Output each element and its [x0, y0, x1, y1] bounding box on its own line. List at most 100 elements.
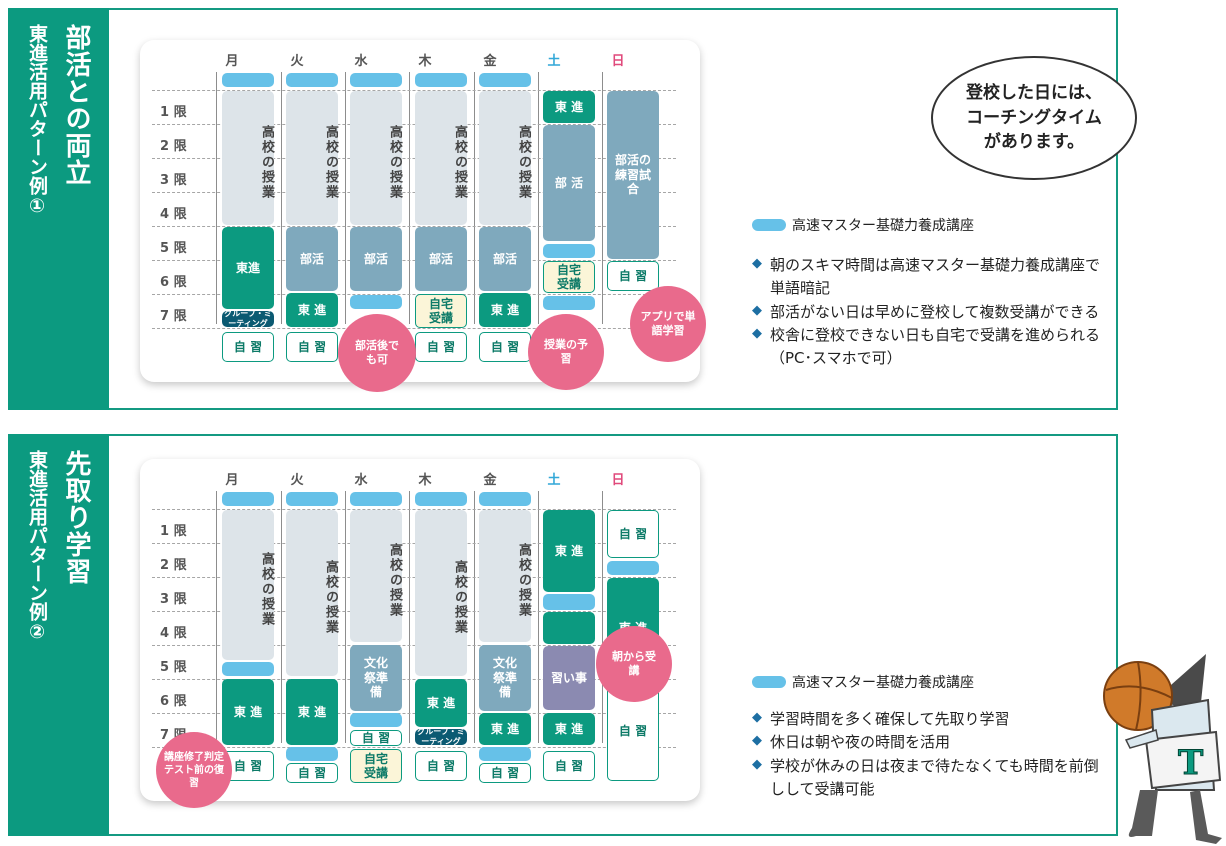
bullet-item: 休日は朝や夜の時間を活用 — [752, 731, 1112, 754]
legend-kosoku: 高速マスター基礎力養成講座 — [752, 215, 974, 235]
mascot-leg-right — [1190, 790, 1222, 844]
kosoku-bar — [543, 244, 595, 258]
self-study-block: 自 習 — [607, 261, 659, 291]
practice-match-block: 部活の練習試合 — [607, 91, 659, 259]
row-line — [152, 509, 676, 510]
self-study-block: 自 習 — [479, 763, 531, 783]
toshin-block: 東 進 — [286, 293, 338, 327]
row-line — [152, 543, 676, 544]
row-line — [152, 713, 676, 714]
school-class-block: 高校の授業 — [222, 510, 274, 660]
period-7: 7 限 — [160, 309, 187, 324]
pattern-2-schedule: 月 火 水 木 金 土 日 1 限 2 限 3 限 4 限 5 限 6 限 7 … — [140, 459, 700, 801]
group-meeting-block: グループ・ミーティング — [415, 727, 467, 746]
school-class-block: 高校の授業 — [479, 91, 531, 225]
kosoku-bar — [350, 713, 402, 727]
col-line — [538, 491, 539, 743]
pattern-2-sidetab: 先取り学習 東進活用パターン例② — [8, 434, 109, 836]
kosoku-bar — [286, 73, 338, 87]
legend-label: 高速マスター基礎力養成講座 — [792, 218, 974, 234]
row-line — [152, 226, 676, 227]
pattern-2-bullets: 学習時間を多く確保して先取り学習 休日は朝や夜の時間を活用 学校が休みの日は夜ま… — [752, 708, 1112, 801]
self-study-block: 自 習 — [415, 751, 467, 781]
day-sat: 土 — [547, 473, 561, 488]
kosoku-bar — [607, 561, 659, 575]
kosoku-bar — [543, 594, 595, 610]
bullet-item: 学習時間を多く確保して先取り学習 — [752, 708, 1112, 731]
day-wed: 水 — [354, 54, 368, 69]
self-study-block: 自 習 — [607, 510, 659, 558]
pattern-1-subtitle: 東進活用パターン例① — [26, 24, 48, 217]
col-line — [409, 491, 410, 743]
col-line — [345, 72, 346, 324]
day-fri: 金 — [483, 54, 497, 69]
col-line — [602, 491, 603, 743]
period-5: 5 限 — [160, 660, 187, 675]
school-class-block: 高校の授業 — [479, 510, 531, 642]
kosoku-bar — [479, 747, 531, 761]
row-line — [152, 124, 676, 125]
bullet-item: 校舎に登校できない日も自宅で受講を進められる（PC･スマホで可） — [752, 324, 1112, 371]
col-line — [409, 72, 410, 324]
row-line — [152, 577, 676, 578]
self-study-block: 自 習 — [286, 763, 338, 783]
row-line — [152, 260, 676, 261]
kosoku-bar — [350, 295, 402, 309]
group-meeting-block: グループ・ミーティング — [222, 309, 274, 328]
period-1: 1 限 — [160, 524, 187, 539]
pattern-1-title: 部活との両立 — [61, 24, 91, 186]
pattern-2-title: 先取り学習 — [61, 450, 91, 585]
school-class-block: 高校の授業 — [286, 91, 338, 225]
pattern-2-subtitle: 東進活用パターン例② — [26, 450, 48, 643]
festival-prep-block: 文化祭準備 — [350, 645, 402, 711]
home-study-block: 自宅受講 — [415, 294, 467, 328]
day-tue: 火 — [290, 54, 304, 69]
row-line — [152, 294, 676, 295]
row-line — [152, 328, 676, 329]
kosoku-bar — [543, 296, 595, 310]
kosoku-bar — [222, 73, 274, 87]
toshin-block: 東進 — [222, 227, 274, 309]
bullet-item: 朝のスキマ時間は高速マスター基礎力養成講座で単語暗記 — [752, 254, 1112, 301]
day-sun: 日 — [611, 54, 625, 69]
day-mon: 月 — [225, 54, 239, 69]
day-tue: 火 — [290, 473, 304, 488]
period-6: 6 限 — [160, 275, 187, 290]
period-2: 2 限 — [160, 139, 187, 154]
col-line — [216, 72, 217, 324]
toshin-block: 東 進 — [286, 679, 338, 745]
row-line — [152, 158, 676, 159]
kosoku-bar — [222, 492, 274, 506]
col-line — [281, 72, 282, 324]
club-block: 部活 — [415, 227, 467, 291]
school-class-block: 高校の授業 — [415, 91, 467, 225]
col-line — [538, 72, 539, 324]
period-6: 6 限 — [160, 694, 187, 709]
period-2: 2 限 — [160, 558, 187, 573]
kosoku-bar — [222, 662, 274, 676]
period-3: 3 限 — [160, 173, 187, 188]
bullet-item: 部活がない日は早めに登校して複数受講ができる — [752, 301, 1112, 324]
row-line — [152, 645, 676, 646]
row-line — [152, 90, 676, 91]
self-study-block: 自 習 — [286, 332, 338, 362]
self-study-block: 自 習 — [543, 751, 595, 781]
day-sat: 土 — [547, 54, 561, 69]
day-thu: 木 — [418, 473, 432, 488]
col-line — [474, 491, 475, 743]
col-line — [474, 72, 475, 324]
legend-swatch — [752, 676, 786, 688]
home-study-block: 自宅受講 — [350, 749, 402, 783]
school-class-block: 高校の授業 — [350, 510, 402, 642]
toshin-block: 東 進 — [479, 293, 531, 327]
col-line — [345, 491, 346, 743]
toshin-block: 東 進 — [543, 510, 595, 592]
toshin-block: 東 進 — [479, 713, 531, 745]
col-line — [216, 491, 217, 743]
mascot-shirt — [1144, 730, 1222, 790]
legend-label: 高速マスター基礎力養成講座 — [792, 675, 974, 691]
legend-kosoku: 高速マスター基礎力養成講座 — [752, 672, 974, 692]
day-mon: 月 — [225, 473, 239, 488]
bubble-preview: 授業の予習 — [528, 314, 604, 390]
kosoku-bar — [415, 73, 467, 87]
